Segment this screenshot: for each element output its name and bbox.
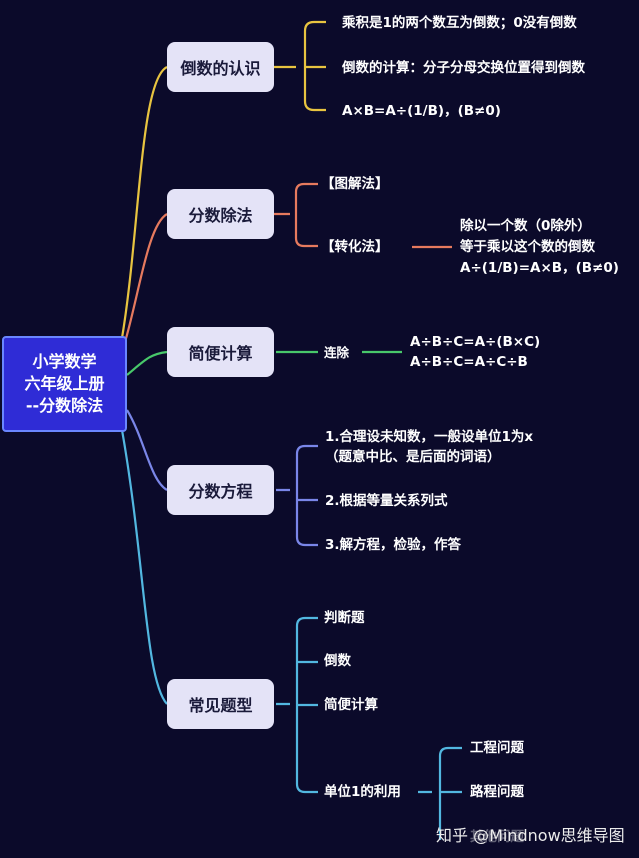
connector-root-b2: [126, 350, 168, 376]
node-fraction-equation[interactable]: 分数方程: [167, 465, 274, 515]
node-fraction-division[interactable]: 分数除法: [167, 189, 274, 239]
b2-item-consecutive-division: 连除: [324, 345, 350, 360]
root-line-1: 小学数学: [32, 352, 97, 371]
connector-root-b4: [120, 429, 168, 705]
b4-item-simplified-calc: 简便计算: [324, 697, 378, 713]
b0-item-2: 倒数的计算：分子分母交换位置得到倒数: [342, 60, 585, 76]
watermark: 知乎 @Mindnow思维导图: [436, 826, 625, 845]
bracket-b4-sub: [418, 746, 462, 840]
root-line-2: 六年级上册: [24, 374, 105, 393]
b4-item-judgement: 判断题: [324, 610, 365, 626]
b3-item-1: 1.合理设未知数，一般设单位1为x: [325, 429, 534, 445]
connector-root-b1: [123, 213, 168, 343]
connector-root-b3: [126, 409, 168, 491]
node-simplified-calc[interactable]: 简便计算: [167, 327, 274, 377]
b3-item-3: 3.解方程，检验，作答: [325, 537, 462, 553]
b0-item-1: 乘积是1的两个数互为倒数；0没有倒数: [342, 15, 577, 31]
bracket-b1: [274, 182, 318, 248]
b4-sub-engineering: 工程问题: [470, 740, 524, 756]
connector-root-b0: [120, 66, 168, 339]
b1-detail-1: 除以一个数（0除外）: [460, 218, 591, 234]
b3-item-2: 2.根据等量关系列式: [325, 493, 448, 509]
b2-detail-1: A÷B÷C=A÷(B×C): [410, 334, 541, 350]
b2-detail-2: A÷B÷C=A÷C÷B: [410, 354, 528, 370]
b4-item-reciprocal: 倒数: [324, 653, 351, 669]
bracket-b3: [276, 444, 318, 547]
node-common-questions[interactable]: 常见题型: [167, 679, 274, 729]
b1-detail-3: A÷(1/B)=A×B，(B≠0): [460, 260, 619, 276]
root-line-3: --分数除法: [25, 396, 104, 415]
bracket-b4: [276, 616, 318, 794]
b1-detail-2: 等于乘以这个数的倒数: [460, 239, 595, 255]
bracket-b0: [274, 20, 326, 112]
node-reciprocal[interactable]: 倒数的认识: [167, 42, 274, 92]
b4-sub-distance: 路程问题: [470, 784, 524, 800]
b4-item-unit-one: 单位1的利用: [324, 784, 401, 800]
root-node[interactable]: 小学数学 六年级上册 --分数除法: [2, 336, 127, 432]
b0-item-3: A×B=A÷(1/B)，(B≠0): [342, 103, 501, 119]
b1-item-conversion-method: 【转化法】: [321, 239, 389, 255]
b4-sub-other: 其他问题: [470, 829, 524, 845]
b3-item-1-note: （题意中比、是后面的词语）: [325, 449, 501, 465]
b1-item-diagram-method: 【图解法】: [321, 176, 389, 192]
